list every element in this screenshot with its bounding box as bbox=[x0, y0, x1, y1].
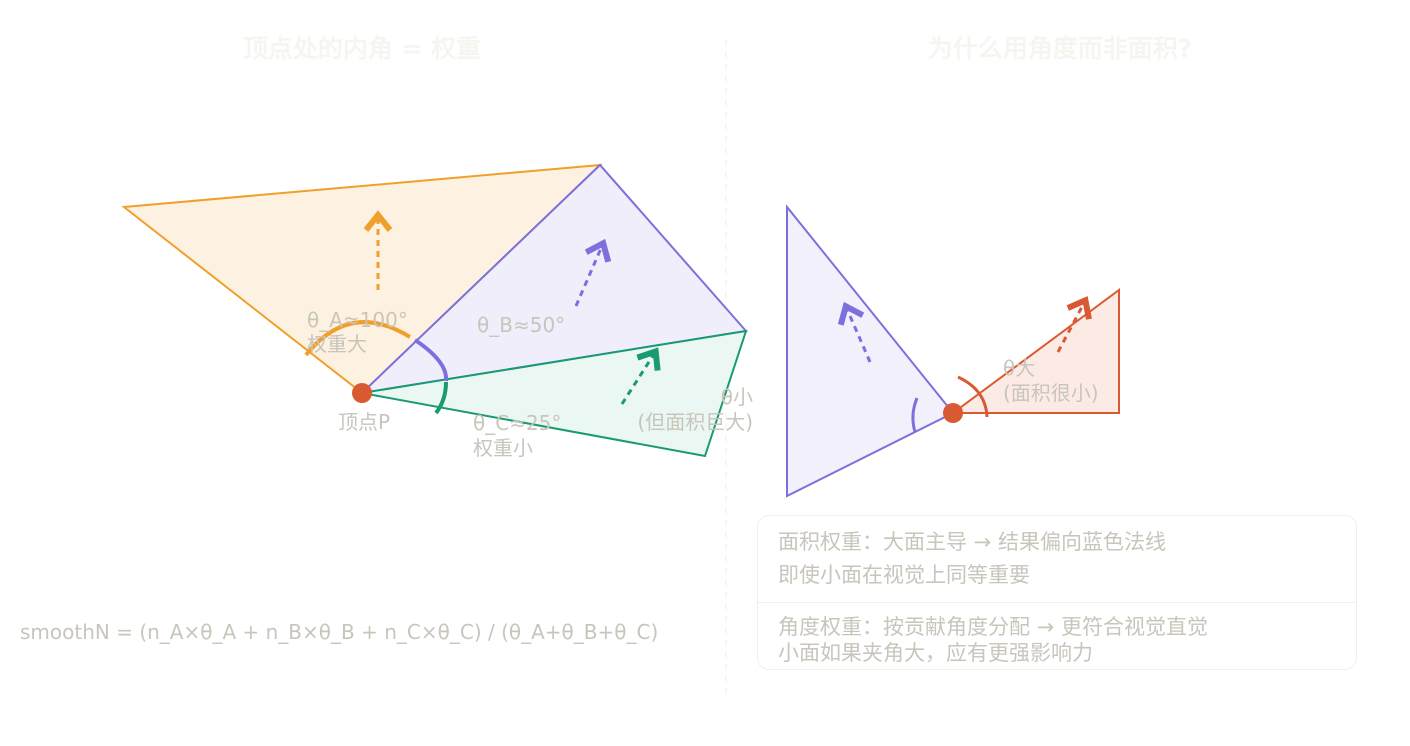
angle-weight-section: 角度权重：按贡献角度分配 → 更符合视觉直觉 小面如果夹角大，应有更强影响力 bbox=[778, 614, 1208, 666]
angle-a-weight: 权重大 bbox=[307, 332, 367, 356]
vertex-label: 顶点P bbox=[338, 410, 390, 434]
small-face-normal-arrow bbox=[1056, 296, 1092, 353]
area-weight-line2: 即使小面在视觉上同等重要 bbox=[778, 563, 1030, 587]
vertex-p bbox=[352, 383, 372, 403]
area-weight-line1: 面积权重：大面主导 → 结果偏向蓝色法线 bbox=[778, 530, 1166, 554]
explanation-box: 面积权重：大面主导 → 结果偏向蓝色法线 即使小面在视觉上同等重要 角度权重：按… bbox=[757, 515, 1357, 670]
angle-c-label: θ_C≈25° bbox=[473, 411, 561, 435]
small-face bbox=[949, 288, 1120, 414]
angle-a-arc bbox=[304, 320, 412, 357]
angle-c-arc bbox=[434, 381, 448, 415]
angle-b-arc bbox=[413, 338, 449, 382]
formula: smoothN = (n_A×θ_A + n_B×θ_B + n_C×θ_C) … bbox=[20, 620, 659, 644]
normal-c-arrow bbox=[620, 347, 661, 405]
large-face-normal-arrow bbox=[837, 301, 872, 363]
left-title: 顶点处的内角 = 权重 bbox=[243, 34, 481, 63]
large-face bbox=[786, 204, 955, 498]
large-angle-arc bbox=[957, 375, 989, 418]
angle-a-label: θ_A≈100° bbox=[307, 308, 408, 332]
right-title: 为什么用角度而非面积? bbox=[928, 34, 1193, 63]
vertex-right bbox=[943, 403, 963, 423]
section-divider bbox=[758, 602, 1356, 603]
large-angle-note: (面积很小) bbox=[1003, 381, 1099, 405]
large-angle-label: θ大 bbox=[1003, 356, 1035, 380]
angle-weight-line1: 角度权重：按贡献角度分配 → 更符合视觉直觉 bbox=[778, 615, 1208, 639]
angle-weight-line2: 小面如果夹角大，应有更强影响力 bbox=[778, 641, 1093, 665]
area-weight-section: 面积权重：大面主导 → 结果偏向蓝色法线 即使小面在视觉上同等重要 bbox=[778, 528, 1166, 590]
small-angle-arc bbox=[911, 397, 919, 433]
small-angle-note: (但面积巨大) bbox=[637, 410, 753, 434]
angle-c-weight: 权重小 bbox=[473, 436, 533, 460]
angle-b-label: θ_B≈50° bbox=[477, 313, 565, 337]
small-angle-label: θ小 bbox=[721, 385, 753, 409]
